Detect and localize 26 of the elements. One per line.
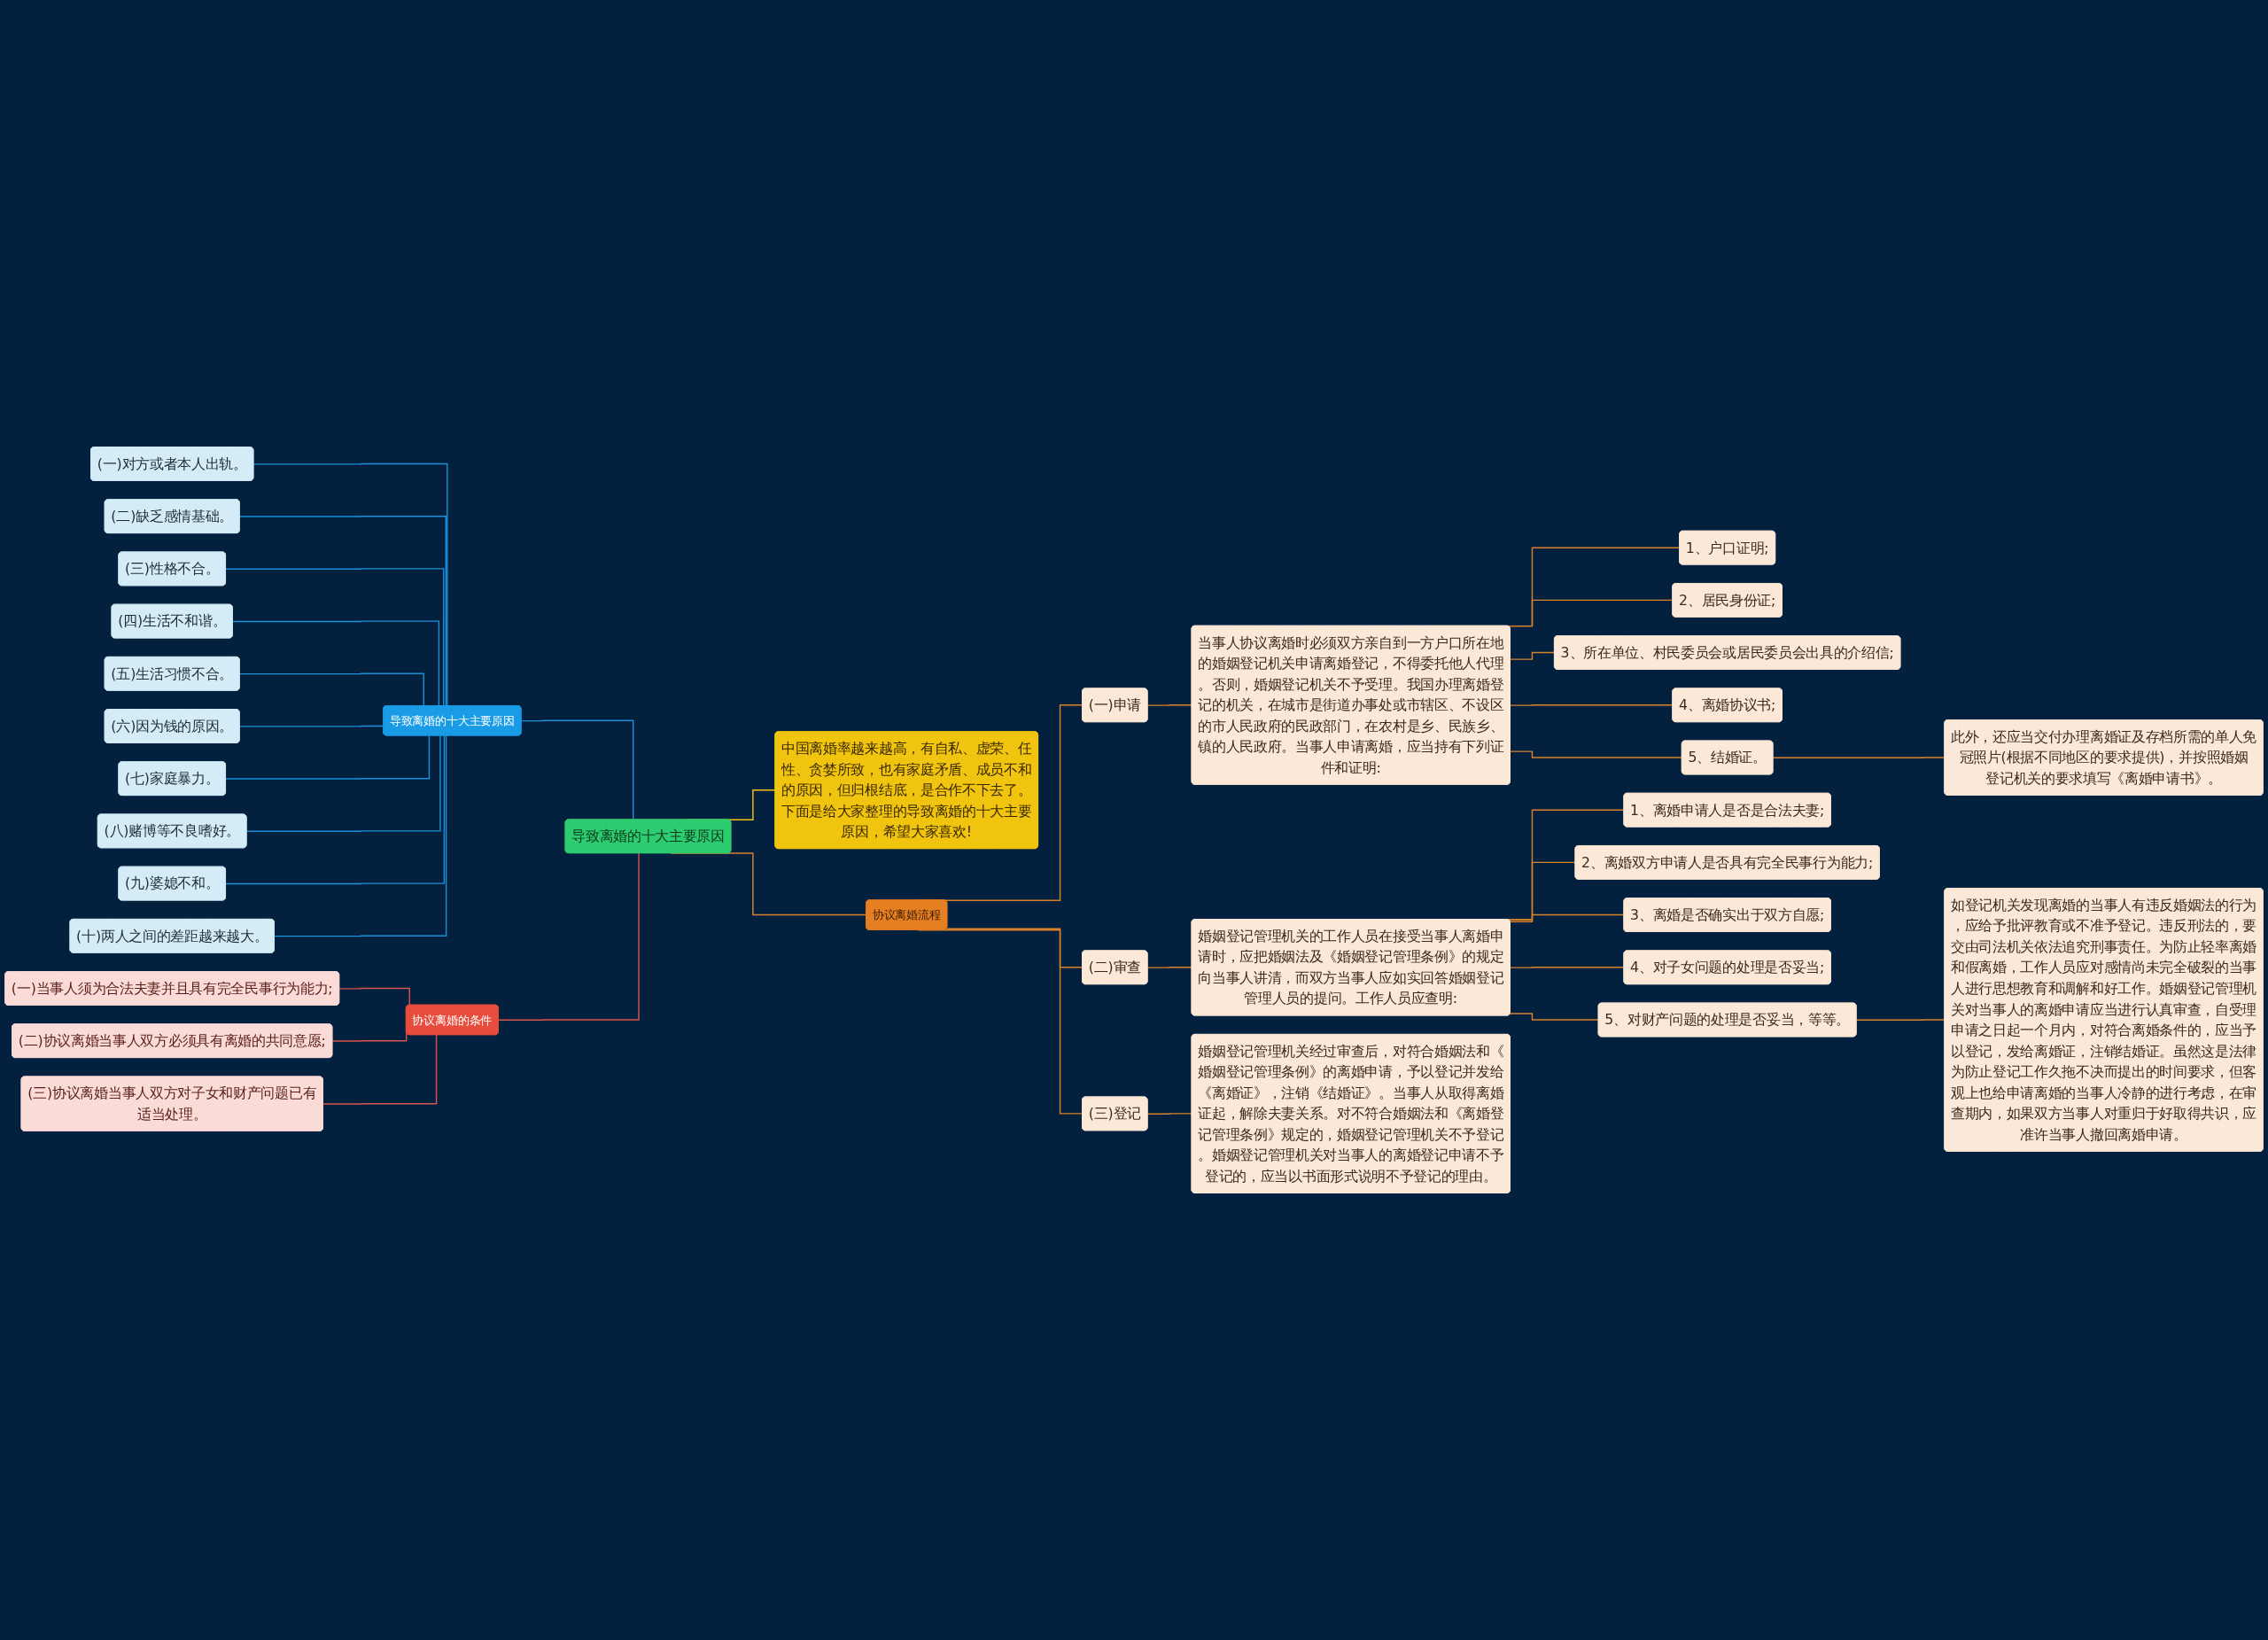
connector	[498, 852, 640, 1022]
connector	[238, 672, 424, 707]
connector	[945, 928, 1084, 968]
connector	[1510, 967, 1625, 968]
connector	[1510, 704, 1674, 706]
connector	[1509, 913, 1625, 922]
connector	[338, 987, 410, 1007]
connector	[232, 620, 440, 707]
connector	[1510, 651, 1556, 660]
connector	[238, 515, 447, 707]
connector	[225, 735, 431, 780]
connector	[1146, 704, 1193, 706]
connector	[1509, 1013, 1600, 1022]
connector	[322, 1034, 438, 1105]
connector	[274, 735, 447, 937]
connector	[225, 735, 446, 885]
connector	[1510, 750, 1683, 759]
connector	[1772, 757, 1946, 759]
connector	[225, 568, 445, 707]
connector	[520, 719, 634, 820]
connector	[238, 724, 384, 727]
connector	[245, 735, 441, 832]
connector	[252, 462, 448, 707]
connector	[1146, 1113, 1193, 1115]
connector	[1146, 967, 1193, 968]
connector	[1855, 1019, 1946, 1022]
